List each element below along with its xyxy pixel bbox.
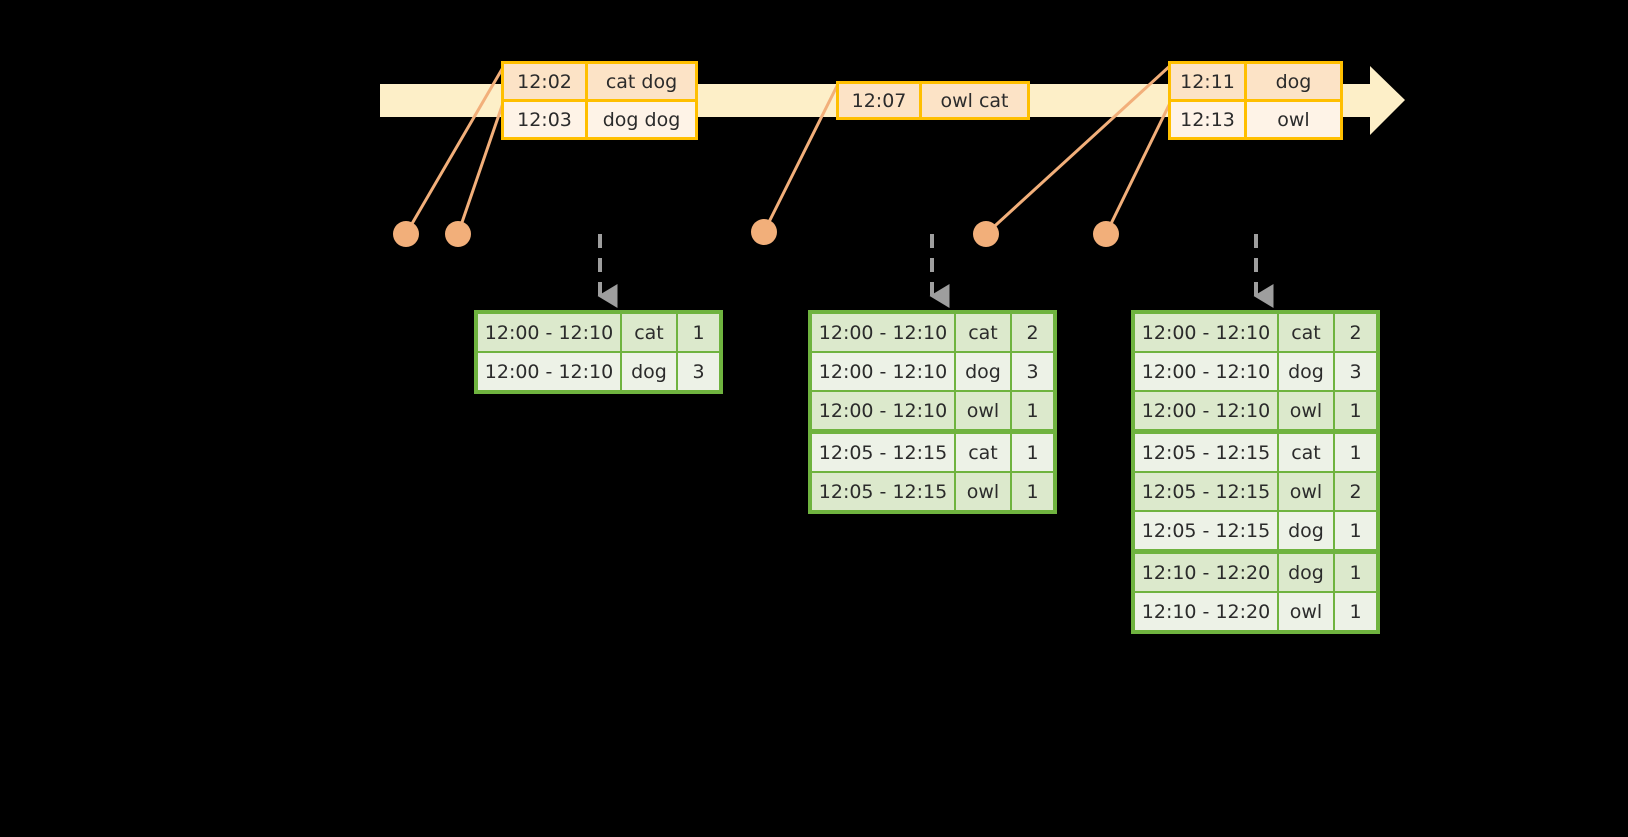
event-time: 12:07: [839, 84, 922, 117]
key-cell: owl: [1279, 392, 1335, 429]
event-row[interactable]: 12:02 cat dog: [504, 64, 695, 99]
window-cell: 12:00 - 12:10: [478, 353, 622, 390]
event-time: 12:03: [504, 102, 588, 137]
event-words: dog: [1247, 64, 1340, 99]
key-cell: owl: [956, 473, 1012, 510]
count-cell: 3: [678, 353, 719, 390]
event-words: owl: [1247, 102, 1340, 137]
connector-line-12-03: [456, 102, 505, 235]
window-cell: 12:05 - 12:15: [812, 473, 956, 510]
count-cell: 1: [1335, 554, 1376, 591]
window-cell: 12:00 - 12:10: [1135, 392, 1279, 429]
dot-12-13: [1093, 221, 1119, 247]
key-cell: cat: [622, 314, 678, 351]
window-cell: 12:00 - 12:10: [812, 353, 956, 390]
window-cell: 12:00 - 12:10: [812, 314, 956, 351]
event-time: 12:11: [1171, 64, 1247, 99]
event-row[interactable]: 12:07 owl cat: [839, 84, 1027, 117]
window-cell: 12:05 - 12:15: [1135, 473, 1279, 510]
key-cell: cat: [956, 314, 1012, 351]
event-row[interactable]: 12:11 dog: [1171, 64, 1340, 99]
key-cell: owl: [956, 392, 1012, 429]
dot-12-03: [445, 221, 471, 247]
count-cell: 1: [1012, 392, 1053, 429]
window-cell: 12:00 - 12:10: [812, 392, 956, 429]
key-cell: cat: [956, 434, 1012, 471]
window-cell: 12:05 - 12:15: [812, 434, 956, 471]
event-row[interactable]: 12:03 dog dog: [504, 99, 695, 137]
timeline-arrowhead: [1370, 66, 1405, 135]
event-words: cat dog: [588, 64, 695, 99]
event-box-group-1[interactable]: 12:02 cat dog 12:03 dog dog: [501, 61, 698, 140]
event-time: 12:13: [1171, 102, 1247, 137]
event-time: 12:02: [504, 64, 588, 99]
event-box-group-2[interactable]: 12:07 owl cat: [836, 81, 1030, 120]
key-cell: owl: [1279, 473, 1335, 510]
dot-12-02: [393, 221, 419, 247]
count-cell: 1: [1335, 512, 1376, 549]
window-cell: 12:05 - 12:15: [1135, 434, 1279, 471]
event-words: owl cat: [922, 84, 1027, 117]
count-cell: 1: [678, 314, 719, 351]
key-cell: dog: [956, 353, 1012, 390]
count-cell: 2: [1012, 314, 1053, 351]
window-cell: 12:10 - 12:20: [1135, 554, 1279, 591]
count-cell: 1: [1012, 434, 1053, 471]
window-cell: 12:00 - 12:10: [1135, 314, 1279, 351]
window-cell: 12:00 - 12:10: [1135, 353, 1279, 390]
key-cell: owl: [1279, 593, 1335, 630]
key-cell: dog: [1279, 512, 1335, 549]
dot-12-07: [751, 219, 777, 245]
window-cell: 12:05 - 12:15: [1135, 512, 1279, 549]
count-cell: 2: [1335, 473, 1376, 510]
window-cell: 12:10 - 12:20: [1135, 593, 1279, 630]
count-cell: 3: [1012, 353, 1053, 390]
count-cell: 1: [1335, 392, 1376, 429]
key-cell: cat: [1279, 434, 1335, 471]
event-words: dog dog: [588, 102, 695, 137]
count-cell: 2: [1335, 314, 1376, 351]
count-cell: 3: [1335, 353, 1376, 390]
count-cell: 1: [1012, 473, 1053, 510]
event-box-group-3[interactable]: 12:11 dog 12:13 owl: [1168, 61, 1343, 140]
window-cell: 12:00 - 12:10: [478, 314, 622, 351]
count-cell: 1: [1335, 434, 1376, 471]
dot-12-11: [973, 221, 999, 247]
key-cell: cat: [1279, 314, 1335, 351]
key-cell: dog: [1279, 353, 1335, 390]
event-row[interactable]: 12:13 owl: [1171, 99, 1340, 137]
key-cell: dog: [1279, 554, 1335, 591]
key-cell: dog: [622, 353, 678, 390]
count-cell: 1: [1335, 593, 1376, 630]
connector-line-12-13: [1104, 102, 1172, 235]
